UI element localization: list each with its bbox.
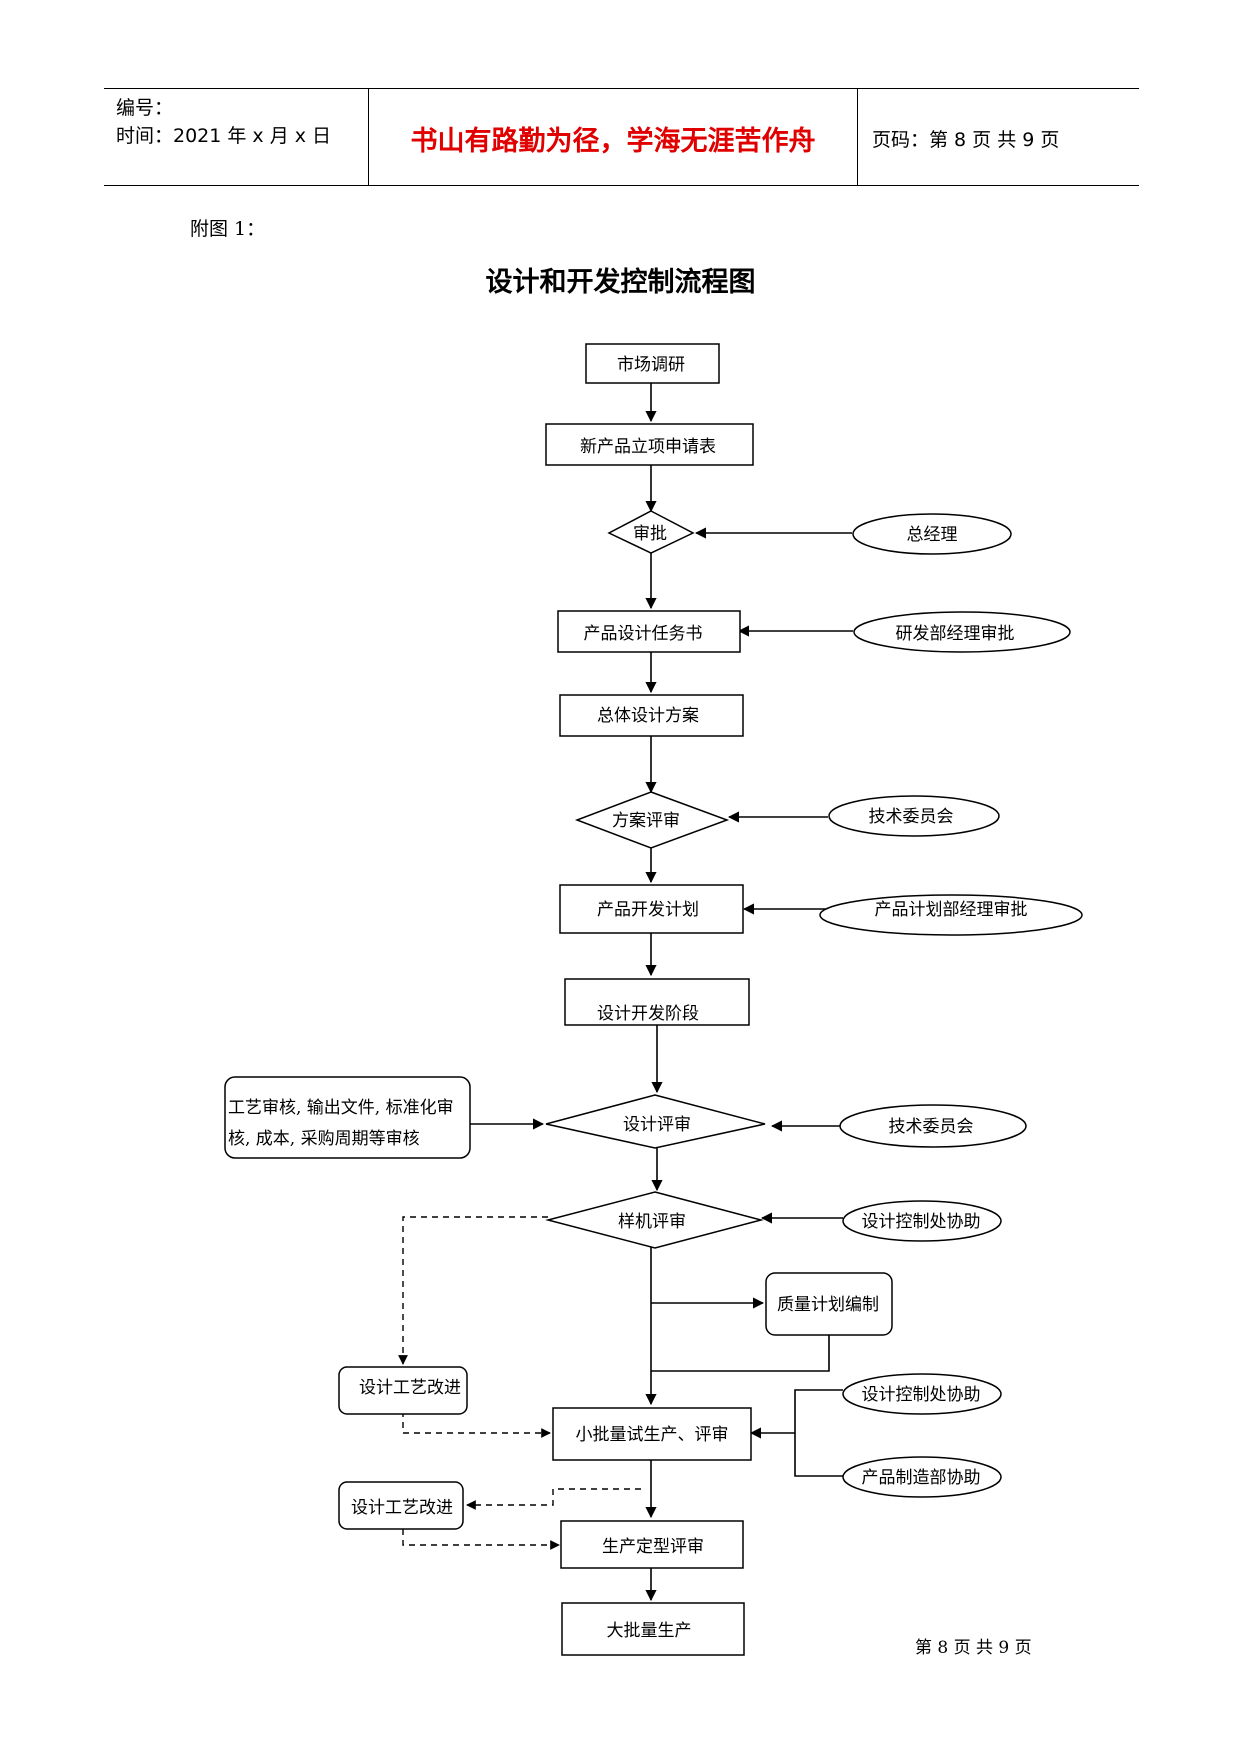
node-design-control-1-ellipse [842, 1200, 1002, 1242]
label-approval: 审批 [633, 524, 667, 544]
node-final-review-box [560, 1520, 744, 1569]
motto: 书山有路勤为径，学海无涯苦作舟 [410, 126, 816, 157]
node-rd-manager-ellipse [853, 611, 1071, 653]
node-approval-diamond [607, 510, 695, 554]
label-design-stage: 设计开发阶段 [597, 1004, 699, 1024]
node-process-review-box [224, 1076, 471, 1159]
node-mass-production-box [561, 1602, 745, 1656]
number-label: 编号： [116, 97, 174, 119]
node-tech-committee-2-ellipse [839, 1104, 1027, 1148]
label-rd-manager-approval: 研发部经理审批 [896, 624, 1015, 644]
node-market-research-box [585, 343, 720, 384]
edge-sample-to-improve1 [398, 1216, 548, 1365]
node-scheme-review-diamond [574, 791, 730, 849]
figure-label: 附图 1： [190, 218, 266, 240]
label-process-review-line1: 工艺审核, 输出文件, 标准化审 [228, 1098, 454, 1118]
label-final-review: 生产定型评审 [602, 1537, 704, 1557]
node-plan-manager-ellipse [819, 894, 1083, 936]
label-process-improve-1: 设计工艺改进 [359, 1378, 461, 1398]
edge-quality-plan-back [651, 1335, 830, 1372]
edge-assist-bracket [794, 1389, 843, 1477]
node-design-task-box [557, 610, 741, 653]
node-manufacturing-ellipse [842, 1456, 1002, 1498]
label-manufacturing-assist: 产品制造部协助 [862, 1468, 981, 1488]
node-new-product-form-box [545, 423, 754, 466]
edge-small-batch-to-improve2 [466, 1488, 641, 1510]
label-scheme-review: 方案评审 [612, 811, 680, 831]
label-design-task: 产品设计任务书 [584, 624, 703, 644]
time-label: 时间：2021 年 x 月 x 日 [116, 125, 332, 147]
label-general-manager: 总经理 [907, 525, 958, 545]
node-quality-plan-box [765, 1272, 893, 1336]
label-mass-production: 大批量生产 [607, 1621, 692, 1641]
label-dev-plan: 产品开发计划 [597, 900, 699, 920]
node-design-review-diamond [545, 1094, 766, 1149]
edge-improve2-to-final [402, 1529, 560, 1550]
node-dev-plan-box [559, 884, 744, 934]
label-design-review: 设计评审 [623, 1115, 691, 1135]
node-design-stage-box [564, 978, 750, 1026]
label-overall-design: 总体设计方案 [597, 706, 699, 726]
label-new-product-form: 新产品立项申请表 [580, 437, 716, 457]
label-tech-committee-1: 技术委员会 [869, 807, 954, 827]
label-design-control-assist-2: 设计控制处协助 [862, 1385, 981, 1405]
label-design-control-assist-1: 设计控制处协助 [862, 1212, 981, 1232]
node-process-improve-2-box [338, 1481, 464, 1530]
edge-improve1-to-small-batch [402, 1411, 551, 1438]
node-sample-review-diamond [545, 1191, 764, 1249]
node-small-batch-box [552, 1407, 752, 1461]
label-sample-review: 样机评审 [618, 1212, 686, 1232]
label-tech-committee-2: 技术委员会 [889, 1117, 974, 1137]
node-process-improve-1-box [338, 1366, 468, 1415]
node-general-manager-ellipse [852, 513, 1012, 555]
label-process-review-line2: 核, 成本, 采购周期等审核 [228, 1129, 420, 1149]
header-page-cell: 页码：第 8 页 共 9 页 [858, 89, 1139, 185]
node-design-control-2-ellipse [842, 1373, 1002, 1415]
header-motto-cell: 书山有路勤为径，学海无涯苦作舟 [369, 89, 858, 185]
label-quality-plan: 质量计划编制 [777, 1295, 879, 1315]
page-header: 编号： 时间：2021 年 x 月 x 日 书山有路勤为径，学海无涯苦作舟 页码… [104, 88, 1139, 186]
page-info: 页码：第 8 页 共 9 页 [872, 129, 1060, 151]
header-meta-cell: 编号： 时间：2021 年 x 月 x 日 [104, 89, 369, 185]
label-process-improve-2: 设计工艺改进 [351, 1498, 453, 1518]
label-market-research: 市场调研 [617, 355, 685, 375]
node-tech-committee-1-ellipse [828, 795, 1000, 837]
node-overall-design-box [559, 694, 744, 737]
page-title: 设计和开发控制流程图 [485, 267, 756, 298]
page-footer: 第 8 页 共 9 页 [915, 1638, 1032, 1658]
label-small-batch: 小批量试生产、评审 [576, 1425, 729, 1445]
label-plan-manager-approval: 产品计划部经理审批 [875, 900, 1028, 920]
